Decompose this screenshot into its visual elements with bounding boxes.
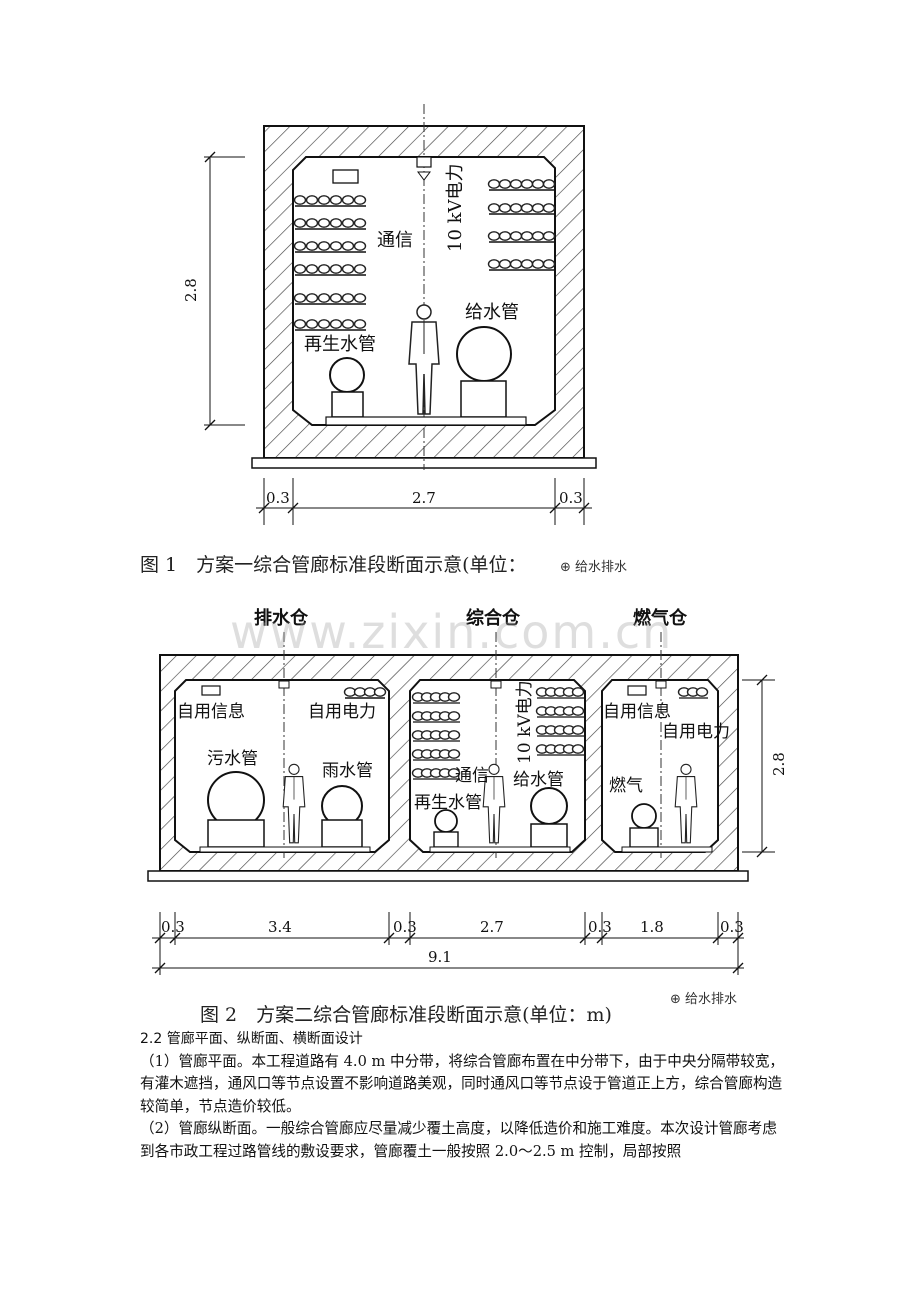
fig1-power-label: 10 kV电力 <box>445 163 466 252</box>
water-supply-pipe <box>456 326 512 382</box>
figure1-drawing <box>204 104 597 525</box>
paragraph-plan: （1）管廊平面。本工程道路有 4.0 m 中分带，将综合管廊布置在中分带下，由于… <box>140 1052 785 1115</box>
fig1-dim-wall-right: 0.3 <box>559 489 583 507</box>
figure2-wechat-tag: ⊕ 给水排水 <box>670 988 737 1007</box>
fig1-water-supply-label: 给水管 <box>465 302 519 323</box>
figure2-wechat-label: 给水排水 <box>685 992 738 1007</box>
fig2-dim-3: 2.7 <box>480 918 504 936</box>
figure1-caption: 图 1 方案一综合管廊标准段断面示意(单位： <box>140 554 527 576</box>
fig2-gas: 燃气 <box>609 776 643 796</box>
paragraph-profile: （2）管廊纵断面。一般综合管廊应尽量减少覆土高度，以降低造价和施工难度。本次设计… <box>140 1120 777 1160</box>
fig2-title-gas: 燃气仓 <box>633 607 688 629</box>
section-body: 2.2 管廊平面、纵断面、横断面设计 （1）管廊平面。本工程道路有 4.0 m … <box>140 1028 790 1163</box>
fig2-c1-power: 自用电力 <box>308 702 376 722</box>
fig2-dim-6: 0.3 <box>720 918 744 936</box>
fig1-telecom-label: 通信 <box>377 230 413 251</box>
fig2-power: 10 kV电力 <box>515 680 535 764</box>
fig1-dim-inner: 2.7 <box>412 489 436 507</box>
fig2-dim-4: 0.3 <box>588 918 612 936</box>
fig2-reclaimed: 再生水管 <box>414 793 482 813</box>
site-watermark: www.zixin.com.cn <box>230 605 674 659</box>
fig1-height-dim: 2.8 <box>182 278 200 302</box>
fig2-title-drainage: 排水仓 <box>254 607 309 629</box>
telecom-cable-tray <box>293 169 367 331</box>
fig1-dim-wall-left: 0.3 <box>266 489 290 507</box>
cross-section-drawings: 10 kV电力 通信 给水管 再生水管 2.8 0.3 2.7 0.3 <box>147 104 788 975</box>
figure2-drawing <box>147 632 775 975</box>
fig2-dim-2: 0.3 <box>393 918 417 936</box>
fig1-reclaimed-label: 再生水管 <box>304 334 376 355</box>
fig2-sewage: 污水管 <box>207 749 258 769</box>
fig2-water-supply: 给水管 <box>513 770 564 790</box>
fig2-c3-info: 自用信息 <box>603 702 671 722</box>
fig2-dim-1: 3.4 <box>268 918 292 936</box>
wechat-icon: ⊕ <box>560 560 571 575</box>
figure1-wechat-tag: ⊕ 给水排水 <box>560 556 627 575</box>
wechat-icon: ⊕ <box>670 992 681 1007</box>
fig2-telecom: 通信 <box>455 766 489 786</box>
fig2-c1-info: 自用信息 <box>177 702 245 722</box>
reclaimed-water-pipe <box>329 357 365 393</box>
figure1-wechat-label: 给水排水 <box>575 560 628 575</box>
fig2-dim-total: 9.1 <box>428 948 452 966</box>
fig2-c3-power: 自用电力 <box>662 722 730 742</box>
fig2-dim-5: 1.8 <box>640 918 664 936</box>
section-heading: 2.2 管廊平面、纵断面、横断面设计 <box>140 1031 363 1047</box>
fig2-rain: 雨水管 <box>322 761 373 781</box>
fig2-height-dim: 2.8 <box>770 752 788 776</box>
gas-pipe <box>631 803 657 829</box>
power-cable-tray <box>487 179 556 271</box>
fig2-title-general: 综合仓 <box>466 607 521 629</box>
fig2-dim-0: 0.3 <box>161 918 185 936</box>
figure2-caption: 图 2 方案二综合管廊标准段断面示意(单位：m) <box>200 1004 612 1026</box>
